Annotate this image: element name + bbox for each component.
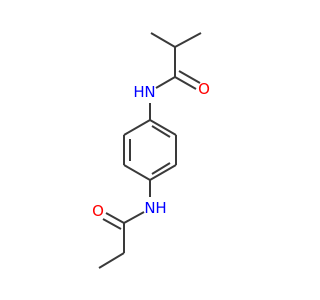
bond-carbonyl-oxygen-top-1 (174, 76, 197, 90)
bond-methyl-a-ch (150, 32, 176, 48)
nitrogen-top-label: N (144, 83, 155, 101)
nitrogen-bottom-label: N (144, 199, 155, 217)
molecule-diagram: N H O N H O (92, 32, 210, 269)
bond-carbonyl-oxygen-top-2 (178, 70, 201, 84)
bond-carbonyl-oxygen-bottom-1 (105, 212, 125, 224)
bond-carbonyl-n-top (155, 76, 176, 89)
bond-carbonyl-oxygen-bottom-2 (102, 218, 122, 230)
ring-bond-3 (123, 164, 151, 181)
ring-double-bond-lower-right (151, 162, 171, 175)
nitrogen-top-hydrogen-label: H (133, 83, 144, 101)
ring-bond-4 (149, 164, 177, 181)
ring-bond-6 (149, 119, 177, 136)
oxygen-top-label: O (198, 80, 210, 98)
ring-bond-1 (123, 119, 151, 136)
oxygen-bottom-label: O (92, 202, 104, 220)
bond-ch2-ch3 (98, 252, 125, 269)
bond-methyl-b-ch (174, 32, 202, 48)
ring-double-bond-upper-right (151, 125, 171, 138)
bond-n-bottom-carbonyl (123, 211, 145, 224)
nitrogen-bottom-hydrogen-label: H (155, 199, 166, 217)
structure-canvas: N H O N H O (92, 32, 210, 269)
